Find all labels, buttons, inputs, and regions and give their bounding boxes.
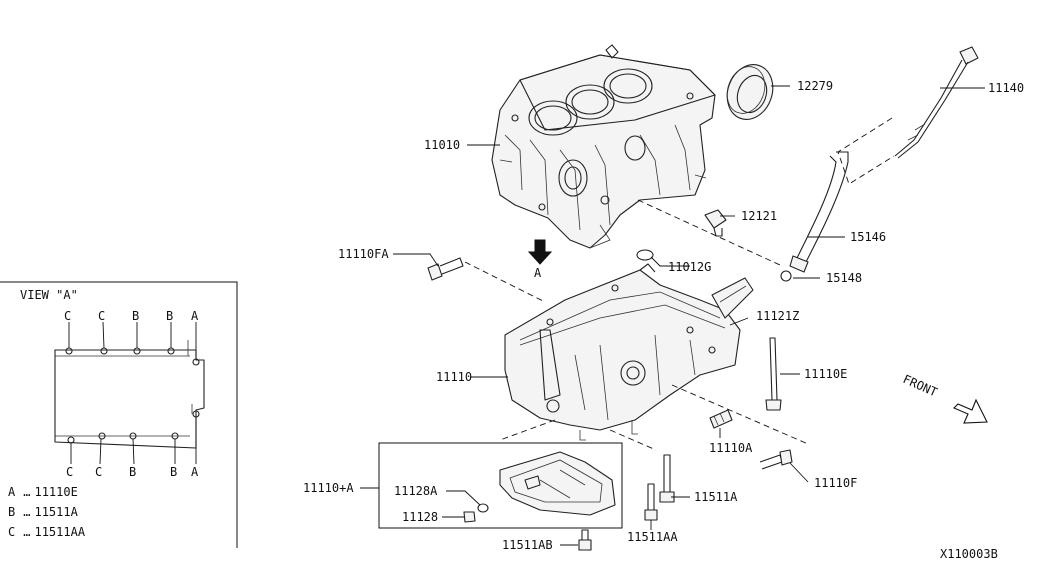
view-a-bottom-label-0: C: [66, 465, 73, 479]
legend: A…11110E B…11511A C…11511AA: [8, 485, 86, 539]
bolt-11110f[interactable]: [759, 449, 793, 470]
callout-11128[interactable]: 11128: [402, 510, 438, 524]
callout-11140[interactable]: 11140: [988, 81, 1024, 95]
callout-11110f[interactable]: 11110F: [814, 476, 857, 490]
dash-11110fa: [464, 261, 546, 303]
view-a-top-label-0: C: [64, 309, 71, 323]
callout-11110a[interactable]: 11110A: [709, 441, 753, 455]
block-plug[interactable]: [636, 249, 654, 261]
view-a-notches: [187, 340, 193, 414]
callout-15148[interactable]: 15148: [826, 271, 862, 285]
callout-11110-plus-a[interactable]: 11110+A: [303, 481, 354, 495]
view-a-arrow-label: A: [534, 266, 542, 280]
bolt-11110e[interactable]: [765, 337, 782, 411]
dash-pan: [499, 419, 556, 441]
view-a-bottom-label-4: A: [191, 465, 199, 479]
stud-11110a[interactable]: [709, 409, 733, 429]
dash-11110f: [671, 384, 809, 445]
view-a-top-label-2: B: [132, 309, 139, 323]
dash-block-guide: [637, 199, 781, 266]
block-sensor[interactable]: [704, 209, 727, 237]
bolt-11511a[interactable]: [659, 454, 675, 503]
rear-oil-seal[interactable]: [720, 58, 780, 126]
gauge-guide-dashes: [837, 117, 895, 185]
oil-strainer[interactable]: [711, 277, 754, 319]
callout-11012g[interactable]: 11012G: [668, 260, 711, 274]
drain-plug-washer[interactable]: [477, 503, 489, 513]
view-a-bottom-label-1: C: [95, 465, 102, 479]
view-a-top-label-3: B: [166, 309, 173, 323]
view-a-bottom-label-3: B: [170, 465, 177, 479]
callout-11110e[interactable]: 11110E: [804, 367, 847, 381]
bolt-11511ab[interactable]: [578, 529, 592, 551]
oil-gauge-guide[interactable]: [789, 151, 849, 273]
callout-11110fa[interactable]: 11110FA: [338, 247, 389, 261]
drain-plug[interactable]: [463, 511, 476, 523]
view-a-bottom-label-2: B: [129, 465, 136, 479]
view-a-panel: VIEW "A" C C B B A C C B B A: [0, 281, 238, 548]
front-label: FRONT: [901, 372, 940, 399]
guide-o-ring[interactable]: [780, 270, 792, 282]
front-arrow-icon: [953, 398, 988, 424]
diagram-id: X110003B: [940, 547, 998, 561]
callout-11110[interactable]: 11110: [436, 370, 472, 384]
cylinder-block[interactable]: [491, 44, 716, 249]
view-a-outline: [54, 349, 205, 449]
callout-12121[interactable]: 12121: [741, 209, 777, 223]
view-a-top-label-4: A: [191, 309, 199, 323]
callout-11511aa[interactable]: 11511AA: [627, 530, 678, 544]
callout-11511ab[interactable]: 11511AB: [502, 538, 553, 552]
view-a-arrow: A: [527, 239, 553, 280]
oil-level-gauge[interactable]: [894, 46, 979, 159]
callout-12279[interactable]: 12279: [797, 79, 833, 93]
callout-11128a[interactable]: 11128A: [394, 484, 438, 498]
view-a-frame: [0, 281, 238, 548]
legend-row-a: A…11110E: [8, 485, 78, 499]
lower-cylinder-block[interactable]: [504, 263, 741, 441]
oil-pan[interactable]: [499, 451, 616, 516]
callout-11010[interactable]: 11010: [424, 138, 460, 152]
bolt-11110fa[interactable]: [427, 257, 464, 281]
callout-11511a[interactable]: 11511A: [694, 490, 738, 504]
legend-row-b: B…11511A: [8, 505, 79, 519]
view-a-title: VIEW "A": [20, 288, 78, 302]
callout-15146[interactable]: 15146: [850, 230, 886, 244]
oil-pan-kit-box: [378, 442, 623, 529]
callout-11121z[interactable]: 11121Z: [756, 309, 799, 323]
view-a-inner-lines: [55, 355, 190, 437]
front-indicator: FRONT: [901, 372, 988, 424]
legend-row-c: C…11511AA: [8, 525, 86, 539]
bolt-11511aa[interactable]: [644, 483, 658, 521]
view-a-top-label-1: C: [98, 309, 105, 323]
dash-11511: [609, 429, 657, 451]
